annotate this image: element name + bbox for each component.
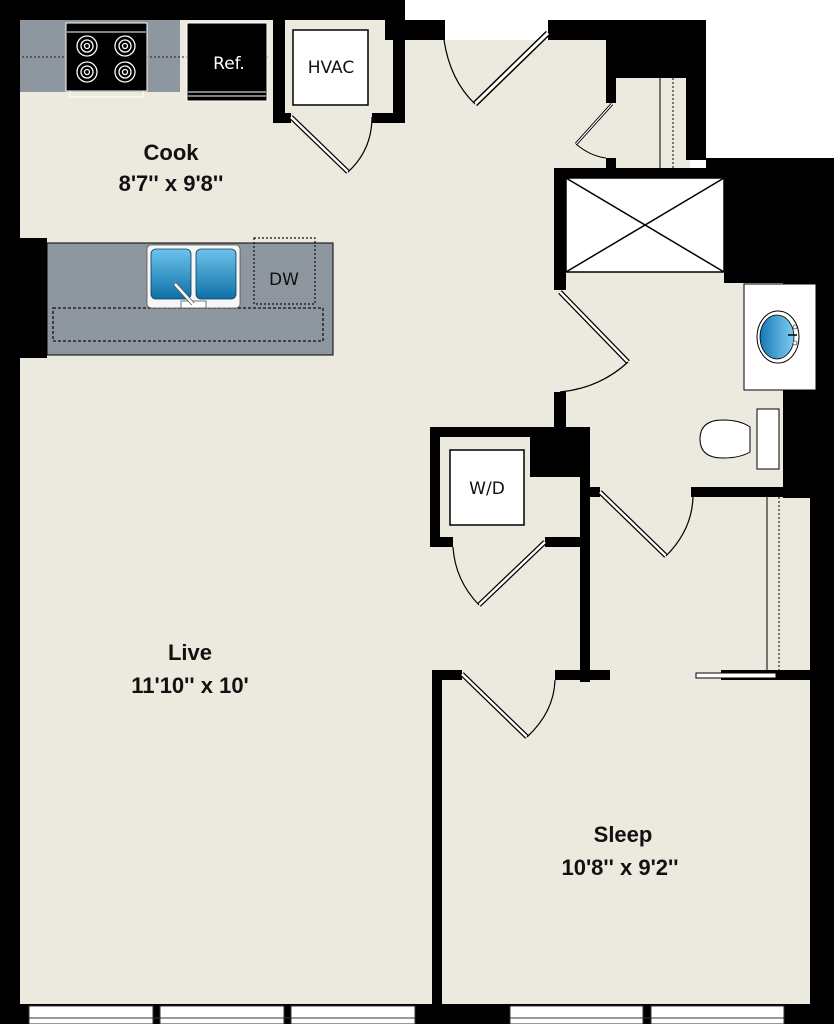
room-live: Live 11'10'' x 10' xyxy=(131,640,249,698)
hvac-unit: HVAC xyxy=(292,29,369,106)
laundry-door xyxy=(452,540,547,607)
windows xyxy=(28,1005,785,1024)
stove-icon xyxy=(65,22,148,98)
room-cook: Cook 8'7'' x 9'8'' xyxy=(119,140,224,196)
window xyxy=(509,1005,644,1024)
room-live-dimensions: 11'10'' x 10' xyxy=(131,673,249,698)
entry-door xyxy=(443,30,551,107)
toilet xyxy=(699,408,780,470)
washer-dryer-label: W/D xyxy=(469,479,505,499)
dishwasher-label: DW xyxy=(269,270,299,290)
room-sleep-name: Sleep xyxy=(594,822,653,847)
room-sleep-dimensions: 10'8'' x 9'2'' xyxy=(561,855,678,880)
closet-rod xyxy=(695,497,780,679)
hvac-door xyxy=(289,115,373,174)
refrigerator-label: Ref. xyxy=(213,54,245,74)
room-sleep: Sleep 10'8'' x 9'2'' xyxy=(561,822,678,880)
bedroom-door xyxy=(460,672,556,739)
closet-door-bedroom xyxy=(598,490,694,558)
refrigerator: Ref. xyxy=(186,22,268,102)
shower xyxy=(565,177,725,273)
window xyxy=(159,1005,285,1024)
dishwasher: DW xyxy=(253,237,316,305)
window xyxy=(28,1005,154,1024)
closet-door xyxy=(574,78,674,168)
room-cook-name: Cook xyxy=(144,140,200,165)
hvac-label: HVAC xyxy=(308,58,355,78)
room-cook-dimensions: 8'7'' x 9'8'' xyxy=(119,171,224,196)
kitchen-sink-icon xyxy=(146,244,241,309)
washer-dryer: W/D xyxy=(449,449,525,526)
bathroom-door xyxy=(558,290,630,393)
window xyxy=(650,1005,785,1024)
window xyxy=(290,1005,416,1024)
room-live-name: Live xyxy=(168,640,212,665)
bathroom-sink xyxy=(743,283,817,391)
